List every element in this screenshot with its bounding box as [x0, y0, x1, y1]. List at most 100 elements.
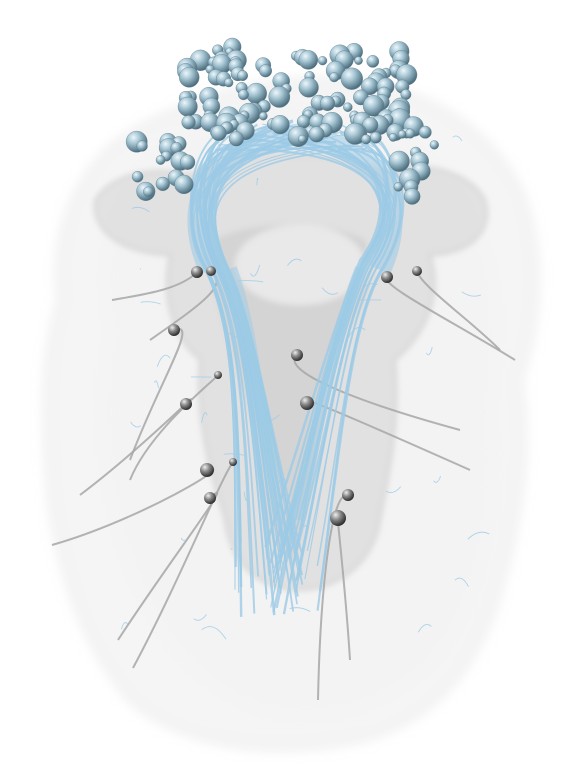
blue-neuron-soma — [237, 70, 249, 82]
blue-neuron-soma — [366, 55, 380, 68]
blue-neuron-fiber — [316, 132, 403, 611]
blue-neuron-soma — [143, 186, 154, 198]
blue-neuron-branch — [467, 531, 490, 540]
blue-neuron-soma — [238, 89, 249, 101]
blue-neuron-branch — [339, 355, 342, 366]
blue-neuron-soma — [397, 129, 407, 139]
blue-neuron-branch — [321, 287, 338, 295]
blue-neuron-soma — [259, 64, 273, 78]
blue-neuron-branch — [273, 478, 289, 491]
blue-neuron-soma — [270, 115, 290, 135]
blue-neuron-soma — [174, 174, 194, 194]
blue-neuron-soma — [308, 126, 325, 143]
gray-neuron-soma — [206, 266, 216, 276]
blue-neuron-branch — [289, 607, 311, 612]
gray-neuron-projection — [129, 327, 184, 461]
blue-neuron-branch — [120, 622, 128, 630]
blue-neuron-soma — [228, 131, 244, 147]
blue-neuron-soma — [429, 140, 439, 150]
blue-neuron-soma — [393, 182, 403, 192]
blue-neuron-soma — [131, 170, 144, 183]
blue-neuron-soma — [418, 125, 432, 139]
blue-neuron-branch — [385, 486, 402, 494]
blue-neuron-soma — [319, 95, 336, 112]
blue-neuron-branch — [362, 283, 378, 289]
blue-neuron-soma — [155, 155, 166, 165]
gray-neuron-soma — [291, 349, 303, 361]
blue-neuron-branch — [255, 414, 280, 423]
blue-neuron-soma — [177, 96, 198, 117]
gray-neuron-soma — [330, 510, 346, 526]
blue-neuron-branch — [154, 380, 160, 389]
blue-neuron-branch — [433, 475, 442, 483]
blue-neuron-soma — [361, 134, 372, 145]
blue-soma-layer — [125, 37, 439, 205]
gray-neuron-projection — [317, 493, 349, 701]
gray-neuron-projection — [129, 374, 219, 481]
blue-neuron-branch — [193, 614, 207, 621]
blue-neuron-soma — [179, 154, 196, 170]
blue-neuron-branch — [417, 624, 432, 633]
blue-neuron-branch — [130, 421, 142, 428]
blue-neuron-fiber — [195, 141, 260, 577]
blue-neuron-soma — [136, 140, 148, 152]
blue-neuron-branch — [223, 453, 245, 456]
gray-neuron-projection — [132, 461, 234, 669]
blue-neuron-branch — [201, 626, 227, 640]
blue-neuron-soma — [362, 95, 385, 117]
blue-neuron-soma — [318, 56, 328, 66]
gray-neuron-soma — [191, 266, 203, 278]
blue-neuron-soma — [178, 67, 200, 88]
blue-neuron-soma — [298, 77, 319, 98]
blue-neuron-branch — [452, 135, 463, 142]
gray-neuron-soma — [229, 458, 237, 466]
gray-neuron-soma — [412, 266, 422, 276]
blue-neuron-soma — [403, 188, 421, 205]
blue-neuron-branch — [426, 346, 433, 356]
blue-neuron-soma — [181, 115, 196, 130]
blue-neuron-soma — [405, 128, 416, 139]
blue-neuron-branch — [131, 206, 150, 213]
blue-neuron-soma — [297, 134, 307, 144]
gray-neuron-soma — [204, 492, 216, 504]
blue-neuron-branch — [228, 332, 249, 339]
gray-soma-layer — [168, 266, 422, 526]
blue-neuron-branch — [347, 326, 366, 339]
blue-neuron-soma — [210, 125, 227, 142]
blue-neuron-soma — [344, 122, 366, 145]
blue-right-tract — [295, 266, 365, 521]
blue-neuron-branch — [301, 519, 307, 527]
gray-neuron-soma — [180, 398, 192, 410]
blue-neuron-branch — [286, 258, 302, 266]
blue-neuron-branch — [249, 264, 261, 277]
gray-neuron-soma — [342, 489, 354, 501]
blue-neuron-branch — [238, 280, 264, 283]
blue-neuron-branch — [454, 577, 469, 587]
gray-neuron-projection — [416, 270, 501, 351]
gray-neuron-soma — [381, 271, 393, 283]
blue-neuron-branch — [156, 354, 171, 367]
gray-neuron-soma — [168, 324, 180, 336]
blue-neuron-soma — [298, 50, 318, 70]
blue-neuron-branch — [180, 537, 186, 541]
blue-neuron-soma — [258, 111, 268, 121]
blue-neuron-branch — [140, 301, 161, 305]
blue-neuron-branch — [461, 291, 482, 297]
blue-neuron-soma — [343, 102, 353, 112]
blue-neuron-soma — [340, 67, 363, 90]
gray-neuron-projection — [111, 271, 198, 301]
blue-neuron-branch — [256, 177, 259, 186]
blue-neuron-soma — [329, 72, 340, 83]
blue-neuron-soma — [388, 133, 398, 142]
blue-neuron-soma — [155, 176, 170, 192]
blue-neuron-soma — [224, 77, 234, 88]
gray-neuron-soma — [214, 371, 222, 379]
gray-neuron-soma — [200, 463, 214, 477]
blue-neuron-soma — [369, 131, 382, 144]
blue-left-tract — [227, 266, 285, 521]
blue-neuron-branch — [201, 412, 208, 423]
blue-neuron-soma — [268, 86, 291, 108]
blue-neuron-soma — [388, 150, 410, 172]
